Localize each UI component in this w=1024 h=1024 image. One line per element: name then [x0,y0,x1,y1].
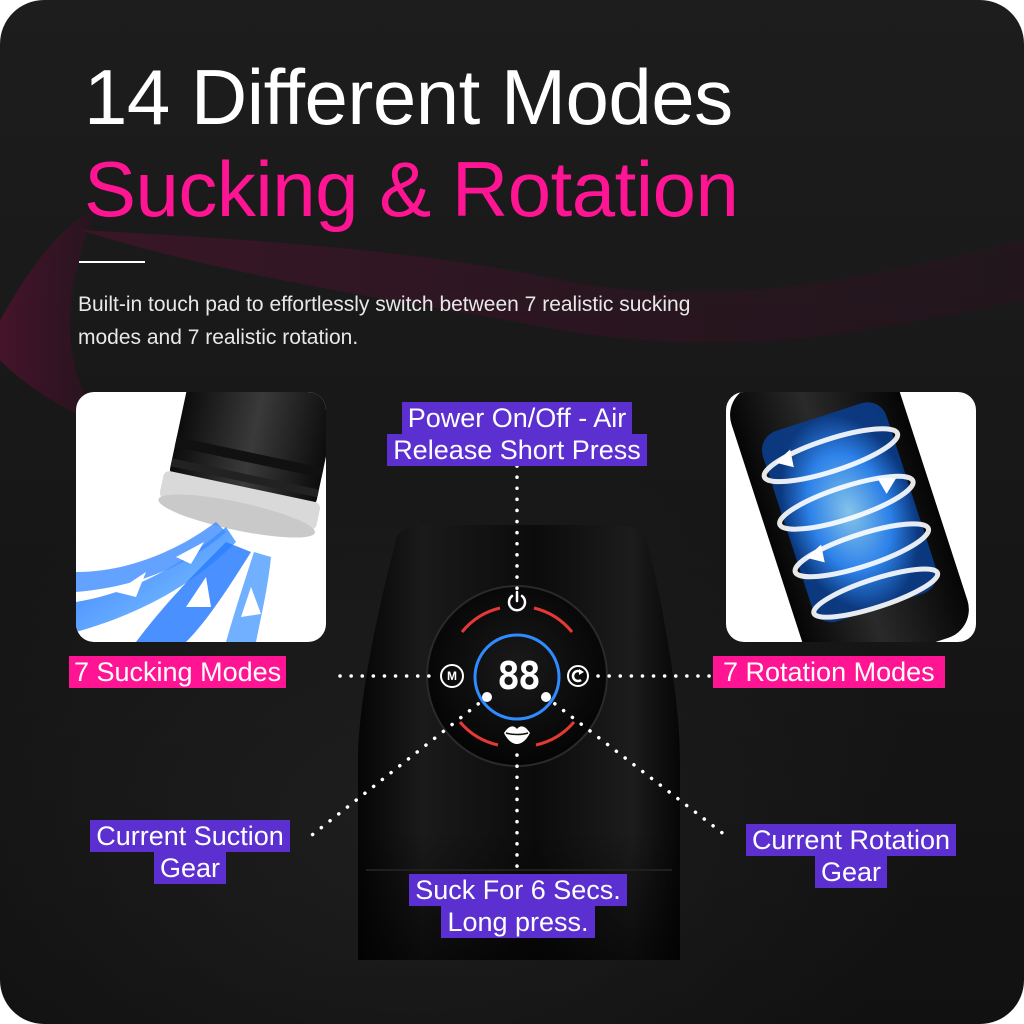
mode-icon[interactable]: M [440,664,464,688]
label-suck-long-press: Suck For 6 Secs. Long press. [388,874,648,938]
label-power: Power On/Off - Air Release Short Press [372,402,662,466]
label-suck-line-1: Suck For 6 Secs. [409,874,627,906]
label-suction-gear-line-1: Current Suction [90,820,290,852]
rotation-photo [726,392,976,642]
label-rotation-gear-line-2: Gear [814,856,888,888]
label-suction-gear-line-2: Gear [153,852,227,884]
rotation-arrows-icon [730,392,969,642]
label-sucking-modes: 7 Sucking Modes [69,656,287,688]
mode-icon-letter: M [447,669,457,683]
label-suction-gear: Current Suction Gear [70,820,310,884]
label-rotation-gear: Current Rotation Gear [726,824,976,888]
power-icon[interactable] [505,590,529,614]
suction-arrows-icon [76,392,326,642]
label-power-line-2: Release Short Press [387,434,647,466]
label-rotation-gear-line-1: Current Rotation [745,824,957,856]
label-suck-line-2: Long press. [441,906,595,938]
lips-icon[interactable] [502,723,532,745]
label-power-line-1: Power On/Off - Air [401,402,633,434]
label-rotation-modes: 7 Rotation Modes [713,656,945,688]
gear-display: 88 [497,654,541,698]
suction-photo [76,392,326,642]
title-line-1: 14 Different Modes [84,53,733,141]
title-divider [79,261,145,263]
title-line-2: Sucking & Rotation [84,145,739,233]
description: Built-in touch pad to effortlessly switc… [78,293,691,349]
rotation-icon[interactable] [566,664,590,688]
